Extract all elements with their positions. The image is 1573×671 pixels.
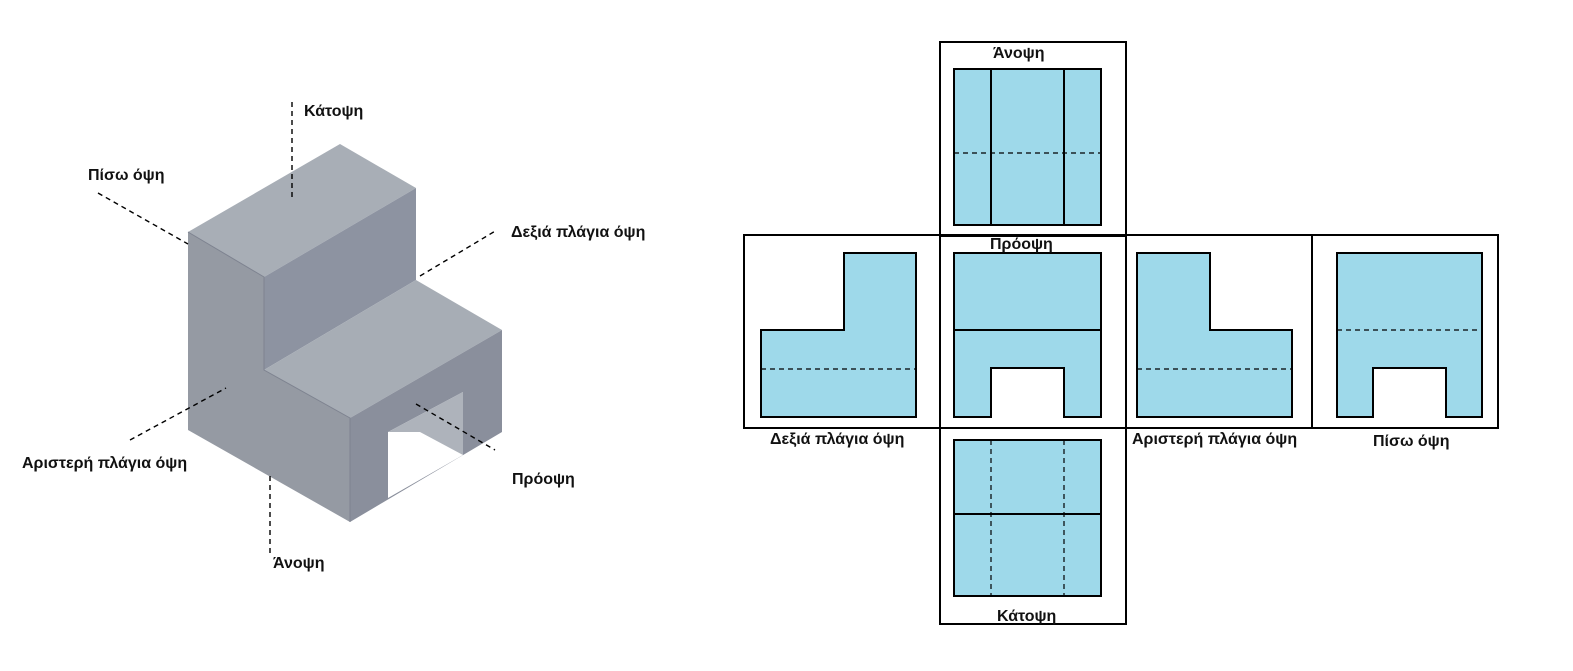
leader-front — [415, 403, 496, 451]
object-upper-top-face — [188, 144, 416, 277]
object-step-top-face — [264, 280, 502, 418]
isometric-leaders — [97, 102, 498, 553]
iso-label-top: Κάτοψη — [304, 103, 363, 120]
leader-right-side — [419, 229, 498, 277]
back-view — [1336, 252, 1483, 418]
leader-left-side — [129, 387, 227, 441]
iso-label-right-side: Δεξιά πλάγια όψη — [511, 224, 645, 241]
isometric-object — [187, 144, 502, 522]
bottom-view — [953, 68, 1102, 226]
proj-label-left-side-view: Αριστερή πλάγια όψη — [1132, 431, 1297, 448]
proj-label-right-side-view: Δεξιά πλάγια όψη — [770, 431, 904, 448]
object-edges — [187, 231, 351, 522]
top-view — [953, 439, 1102, 597]
right-side-view — [760, 252, 917, 418]
iso-label-left-side: Αριστερή πλάγια όψη — [22, 455, 187, 472]
object-upper-front-face — [264, 188, 416, 370]
iso-label-bottom: Άνοψη — [273, 555, 324, 572]
frame-top-view — [939, 427, 1127, 625]
proj-label-top-view: Κάτοψη — [997, 608, 1056, 625]
view-frames — [743, 41, 1499, 625]
proj-label-back-view: Πίσω όψη — [1373, 433, 1450, 450]
front-view — [953, 252, 1102, 418]
proj-label-front-view: Πρόοψη — [990, 236, 1053, 253]
proj-label-bottom-view: Άνοψη — [993, 45, 1044, 62]
object-notch-inner-wall — [388, 392, 463, 455]
frame-back-view — [1311, 234, 1499, 429]
leader-back — [97, 192, 189, 245]
object-left-face — [188, 232, 350, 522]
iso-label-back: Πίσω όψη — [88, 167, 165, 184]
left-side-view — [1136, 252, 1293, 418]
iso-label-front: Πρόοψη — [512, 471, 575, 488]
